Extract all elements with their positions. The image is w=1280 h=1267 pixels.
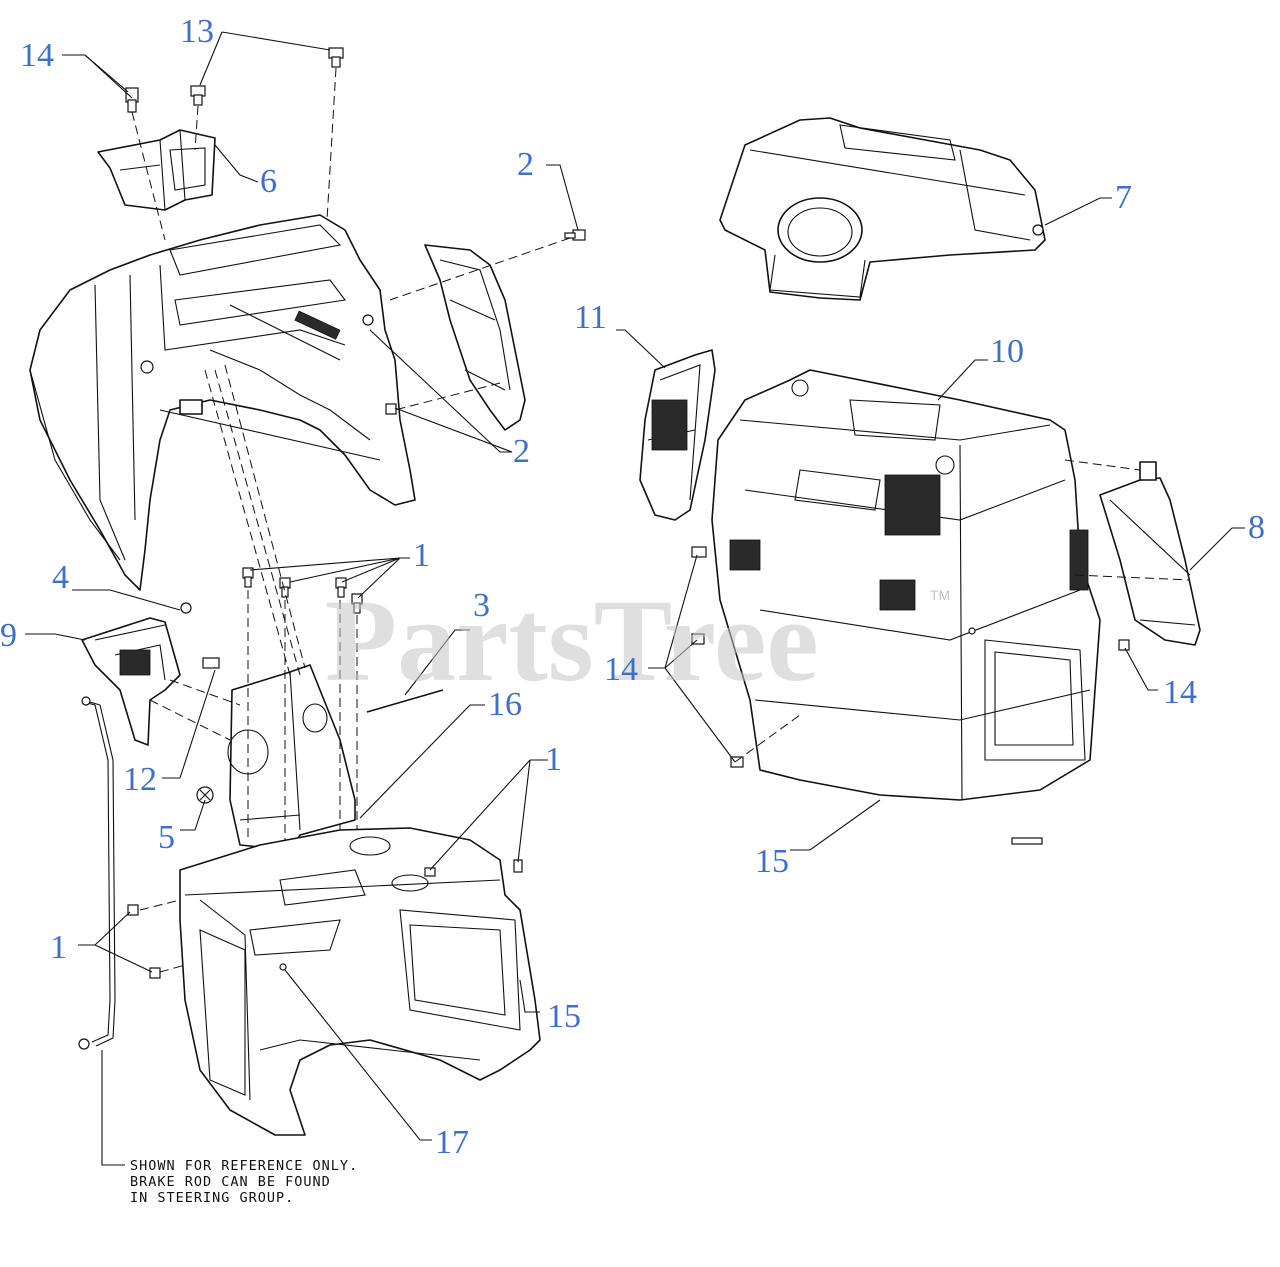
bracket-9	[81, 617, 181, 746]
callout-5: 5	[158, 819, 175, 856]
side-piece-11	[639, 349, 716, 521]
dash-base	[179, 827, 541, 1136]
callout-3: 3	[473, 587, 490, 624]
callout-8: 8	[1248, 509, 1265, 546]
callout-labels: 14 13 6 2 2 7 11 10 8 1 4 9 3 16 12 5 1 …	[0, 13, 1265, 1161]
watermark-tm: TM	[930, 587, 950, 603]
callout-1: 1	[413, 537, 430, 574]
top-cowl-7	[719, 117, 1046, 301]
callout-16: 16	[488, 686, 522, 723]
dash-assembly	[711, 369, 1101, 801]
callout-17: 17	[435, 1124, 469, 1161]
callout-13: 13	[180, 13, 214, 50]
leader-lines	[25, 31, 1245, 1141]
right-panel-8	[1099, 461, 1201, 646]
callout-14: 14	[604, 651, 638, 688]
callout-12: 12	[123, 761, 157, 798]
callout-2: 2	[513, 433, 530, 470]
assembly-lines	[131, 67, 1191, 973]
brake-rod	[78, 696, 125, 1166]
bracket-6	[97, 129, 216, 211]
reference-note: SHOWN FOR REFERENCE ONLY. BRAKE ROD CAN …	[130, 1158, 358, 1206]
side-panel-2	[424, 244, 526, 431]
callout-1: 1	[545, 741, 562, 778]
hood-shroud	[29, 214, 416, 591]
callout-14: 14	[20, 37, 54, 74]
callout-6: 6	[260, 163, 277, 200]
hardware	[125, 47, 1130, 979]
note-line-2: BRAKE ROD CAN BE FOUND	[130, 1174, 331, 1190]
note-line-1: SHOWN FOR REFERENCE ONLY.	[130, 1158, 358, 1174]
callout-7: 7	[1115, 179, 1132, 216]
callout-9: 9	[0, 617, 17, 654]
callout-15: 15	[755, 843, 789, 880]
callout-14: 14	[1163, 674, 1197, 711]
watermark-text: PartsTree	[325, 575, 819, 706]
callout-15: 15	[547, 998, 581, 1035]
rod-3	[366, 689, 444, 713]
callout-10: 10	[990, 333, 1024, 370]
callout-11: 11	[574, 299, 607, 336]
callout-1: 1	[50, 929, 67, 966]
callout-4: 4	[52, 559, 69, 596]
callout-2: 2	[517, 146, 534, 183]
note-line-3: IN STEERING GROUP.	[130, 1190, 294, 1206]
